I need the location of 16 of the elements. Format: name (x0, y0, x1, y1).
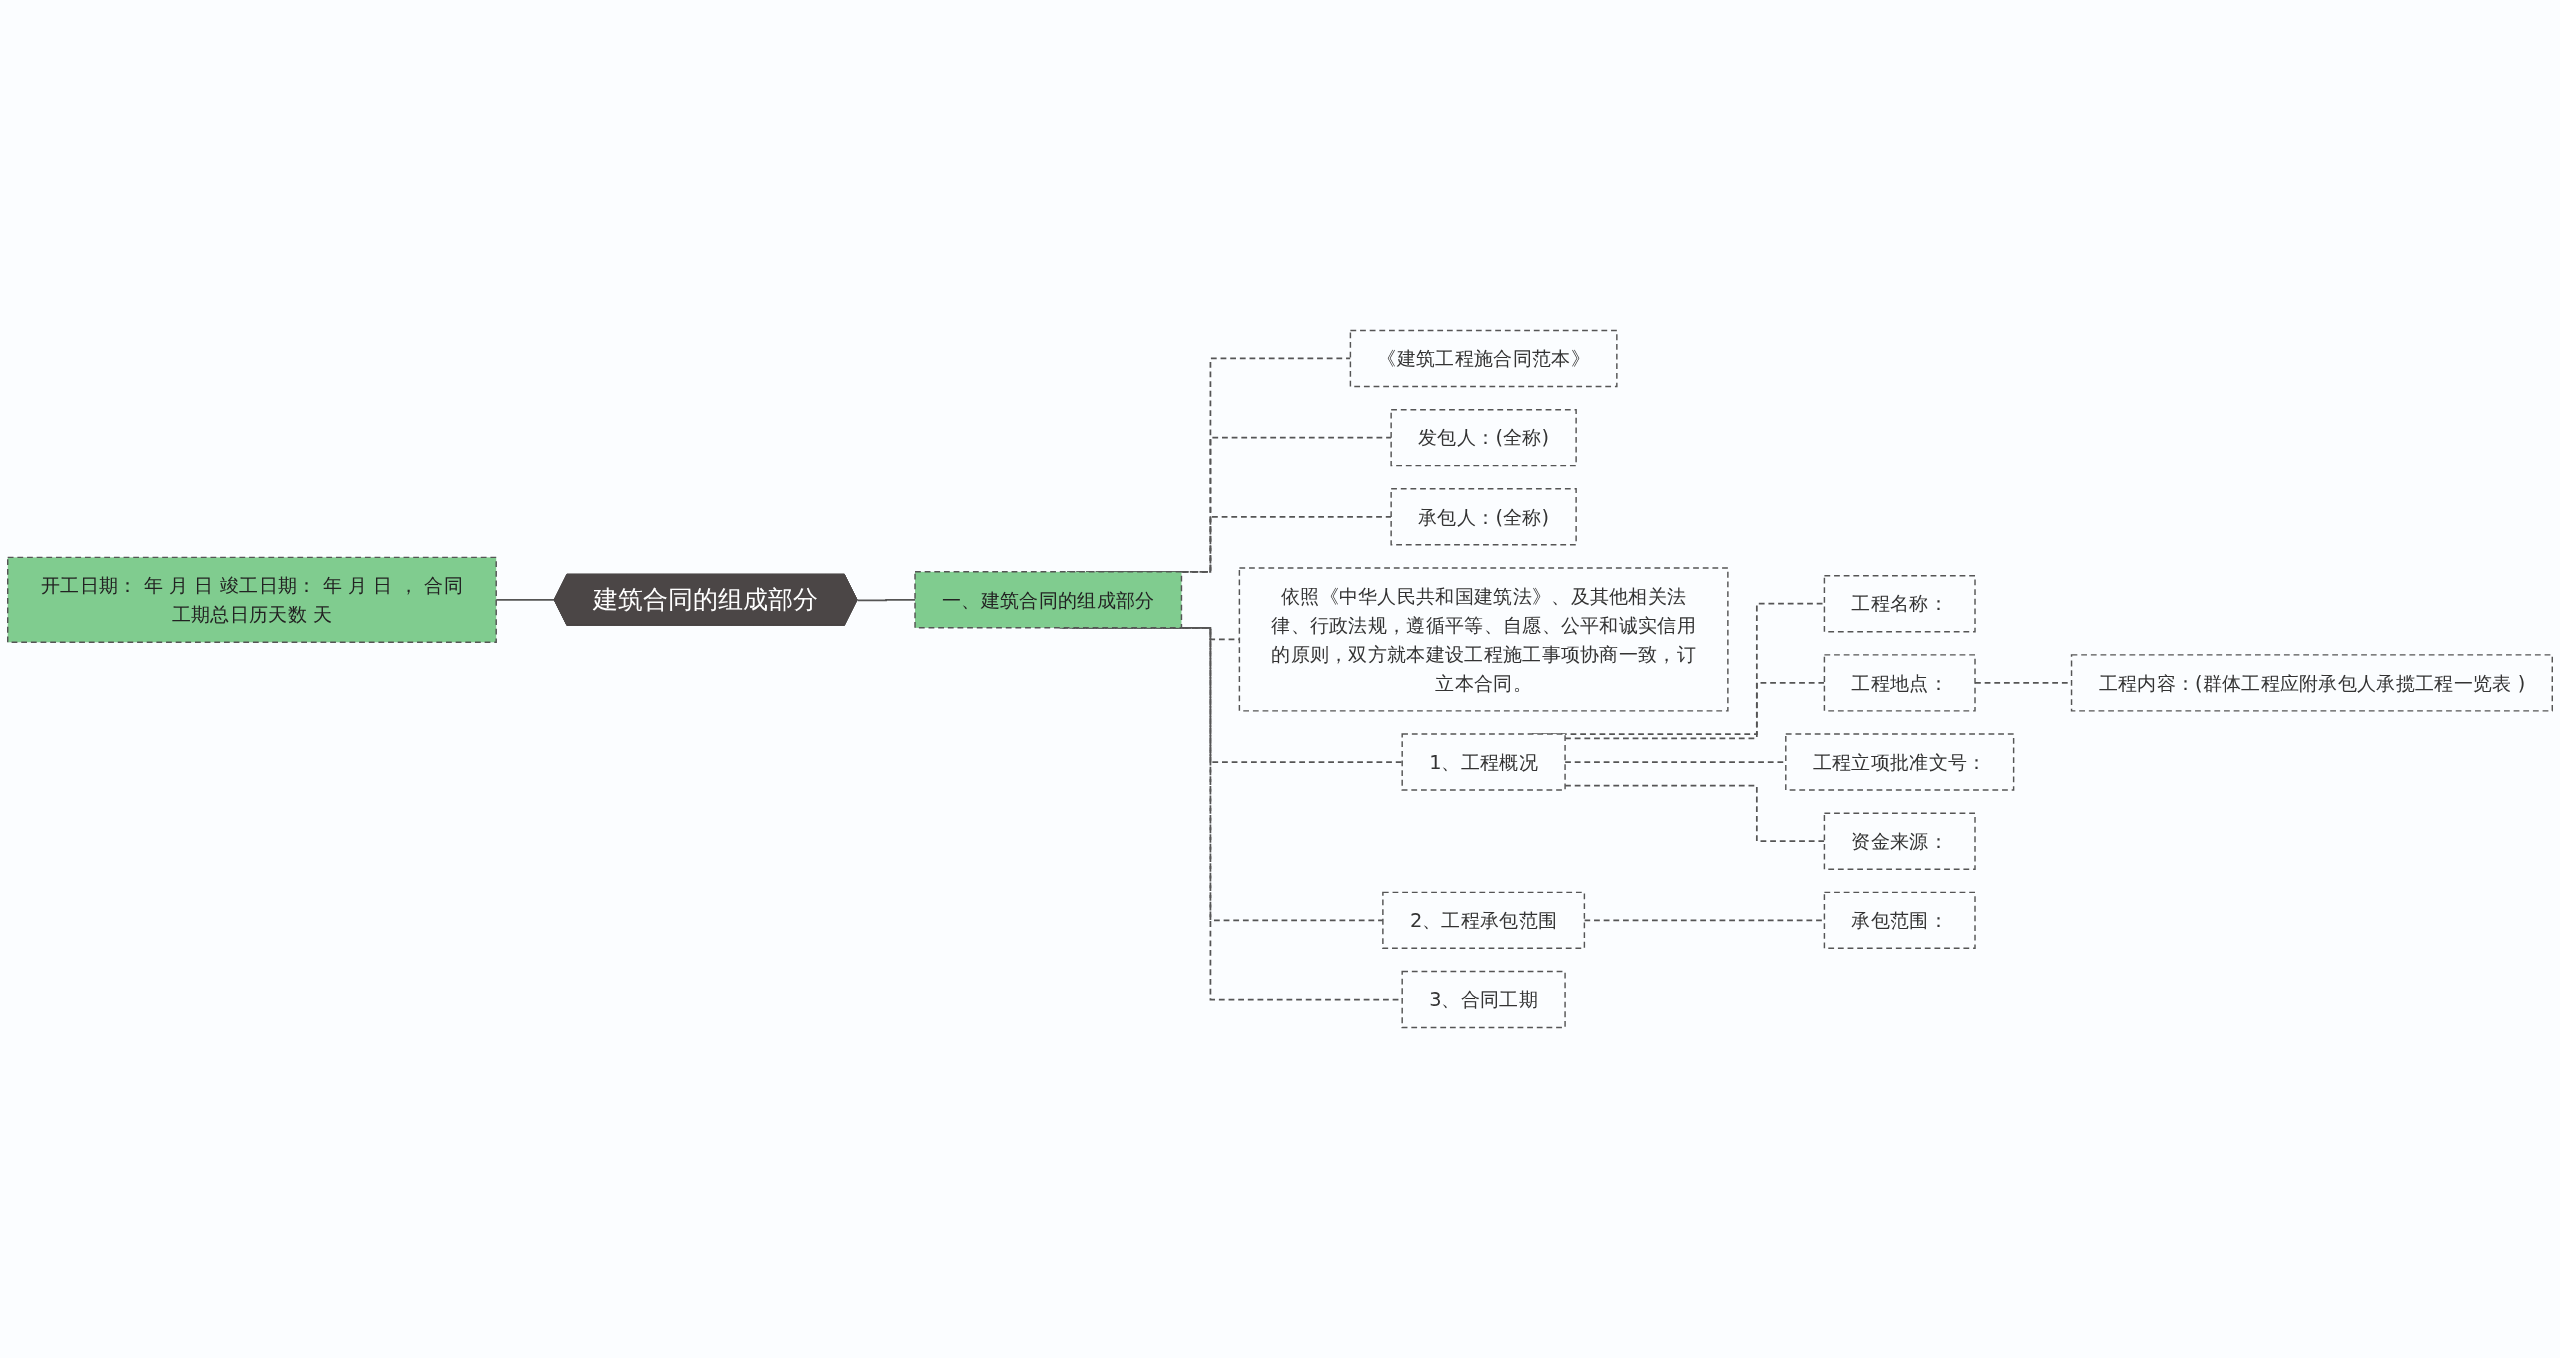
node-box: 发包人：(全称) (1390, 408, 1577, 467)
node-box: 《建筑工程施合同范本》 (1349, 329, 1618, 388)
node-box: 3、合同工期 (1401, 970, 1566, 1029)
node-box: 1、工程概况 (1401, 733, 1566, 791)
node-box: 资金来源： (1823, 812, 1976, 870)
node-box: 2、工程承包范围 (1382, 891, 1586, 950)
node-box: 承包范围： (1823, 891, 1976, 950)
node-box: 工程立项批准文号： (1785, 733, 2015, 791)
connector (856, 598, 916, 602)
node-box: 承包人：(全称) (1390, 488, 1577, 546)
node-box: 一、建筑合同的组成部分 (914, 571, 1183, 629)
node-box: 依照《中华人民共和国建筑法》、及其他相关法律、行政法规，遵循平等、自愿、公平和诚实信用的原则，双方就本建设工程施工事项协商一致，订立本合同。 (1238, 567, 1729, 712)
node-box: 开工日期： 年 月 日 竣工日期： 年 月 日 ， 合同工期总日历天数 天 (7, 556, 497, 644)
node-box: 工程名称： (1823, 574, 1976, 633)
node-box: 工程地点： (1823, 654, 1976, 712)
node-box: 工程内容：(群体工程应附承包人承揽工程一览表 ) (2070, 654, 2553, 712)
